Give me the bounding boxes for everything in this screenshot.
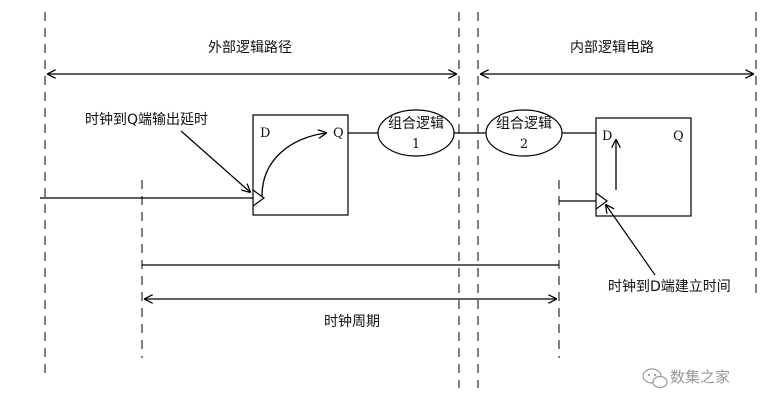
clk-to-q-pointer — [180, 130, 250, 192]
logic-1-line2: 1 — [412, 137, 420, 152]
flipflop-right-d-label: D — [602, 129, 612, 144]
setup-time-pointer — [606, 205, 656, 276]
flipflop-left-q-label: Q — [333, 126, 344, 141]
wechat-icon — [642, 368, 668, 389]
flipflop-right-clock-triangle — [595, 192, 609, 210]
clock-period-label: 时钟周期 — [324, 313, 380, 330]
clk-to-q-label: 时钟到Q端输出延时 — [85, 111, 208, 128]
flipflop-right-q-label: Q — [673, 129, 684, 144]
internal-circuit-label: 内部逻辑电路 — [570, 40, 654, 56]
flipflop-left-d-label: D — [260, 126, 270, 141]
logic-2-line2: 2 — [520, 137, 528, 152]
logic-1-line1: 组合逻辑 — [388, 116, 444, 132]
watermark-text: 数集之家 — [670, 368, 730, 386]
flipflop-left — [252, 114, 349, 216]
external-path-label: 外部逻辑路径 — [208, 40, 292, 56]
clk-to-q-curve-arrow — [261, 133, 326, 197]
setup-time-label: 时钟到D端建立时间 — [608, 278, 731, 295]
flipflop-right — [595, 117, 692, 217]
logic-2-line1: 组合逻辑 — [496, 116, 552, 132]
flipflop-left-clock-triangle — [252, 189, 266, 207]
